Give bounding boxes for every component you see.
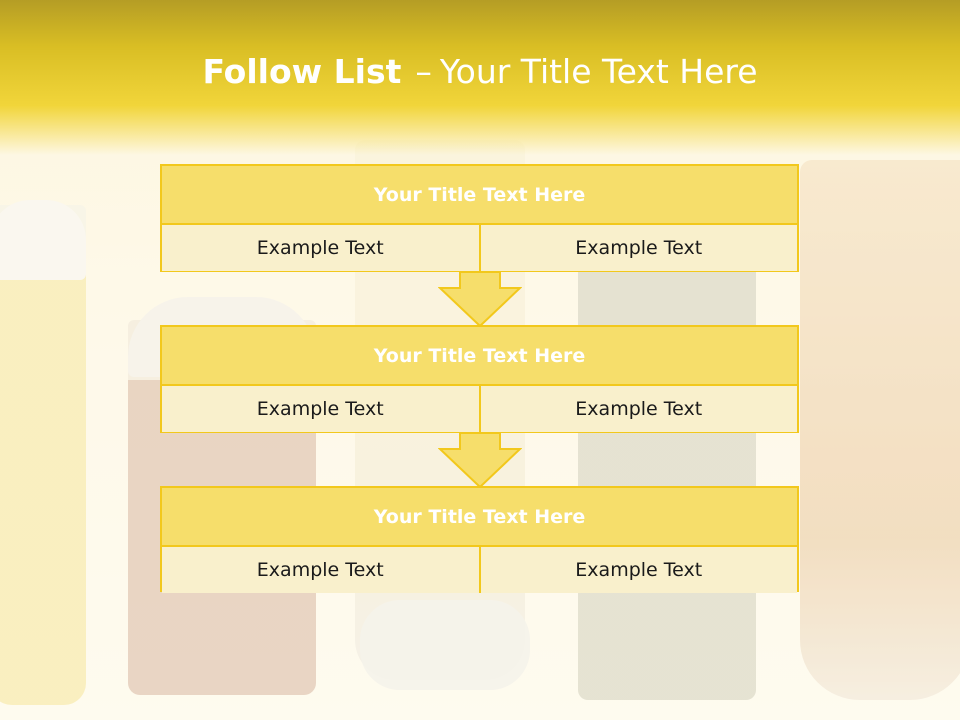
block-row: Example Text Example Text <box>162 225 797 271</box>
block-row: Example Text Example Text <box>162 547 797 593</box>
block-cell-right: Example Text <box>478 547 797 593</box>
block-cell-right: Example Text <box>478 225 797 271</box>
block-cell-left: Example Text <box>162 225 479 271</box>
title-band: Follow List–Your Title Text Here <box>0 0 960 155</box>
down-arrow-icon <box>438 272 522 328</box>
slide-title-text: Your Title Text Here <box>439 52 758 91</box>
list-block-2: Your Title Text Here Example Text Exampl… <box>160 325 799 433</box>
beer-glass-1 <box>0 205 86 705</box>
list-block-3: Your Title Text Here Example Text Exampl… <box>160 486 799 593</box>
down-arrow-icon <box>438 433 522 489</box>
beer-glass-4 <box>578 190 756 700</box>
block-title: Your Title Text Here <box>162 488 797 547</box>
beer-glass-5 <box>800 160 960 700</box>
block-cell-left: Example Text <box>162 386 479 432</box>
slide-title-bold: Follow List <box>202 52 402 91</box>
slide-title-separator: – <box>415 52 432 91</box>
block-title: Your Title Text Here <box>162 327 797 386</box>
block-row: Example Text Example Text <box>162 386 797 432</box>
block-title: Your Title Text Here <box>162 166 797 225</box>
block-cell-left: Example Text <box>162 547 479 593</box>
list-block-1: Your Title Text Here Example Text Exampl… <box>160 164 799 272</box>
block-cell-right: Example Text <box>478 386 797 432</box>
slide-title: Follow List–Your Title Text Here <box>0 52 960 91</box>
